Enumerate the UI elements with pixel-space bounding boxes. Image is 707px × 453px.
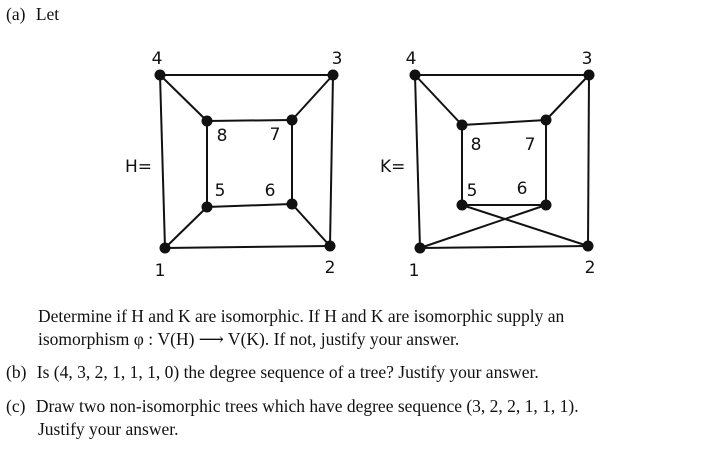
vertex-2	[582, 240, 594, 252]
vertex-label-8: 8	[471, 135, 482, 155]
part-b-label: (b)	[6, 362, 27, 382]
vertex-5	[456, 199, 468, 211]
vertex-label-2: 2	[585, 258, 596, 278]
edge-3-7	[291, 74, 334, 121]
edge-3-7	[545, 74, 590, 121]
edge-4-8	[414, 74, 463, 126]
vertex-label-2: 2	[325, 258, 336, 278]
vertex-1	[414, 242, 426, 254]
edge-7-8	[206, 119, 293, 122]
vertex-label-8: 8	[217, 126, 228, 146]
vertex-5	[201, 201, 213, 213]
vertex-6	[540, 199, 552, 211]
graph-k: 1 2 3 4 5 6 7 8	[406, 49, 596, 281]
part-a-question-line1: Determine if H and K are isomorphic. If …	[38, 306, 565, 326]
part-a-intro: Let	[35, 4, 60, 24]
part-a-label: (a)	[6, 4, 26, 24]
vertex-label-3: 3	[332, 49, 343, 69]
vertex-label-1: 1	[409, 261, 420, 281]
part-a-question-line2: isomorphism φ : V(H) ⟶ V(K). If not, jus…	[38, 329, 460, 349]
vertex-4	[154, 69, 166, 81]
part-c-label: (c)	[6, 396, 26, 416]
edge-4-8	[159, 74, 208, 122]
edge-2-6	[291, 203, 331, 247]
vertex-label-1: 1	[155, 261, 166, 281]
vertex-4	[409, 69, 421, 81]
vertex-label-6: 6	[265, 181, 276, 201]
graph-h: 1 2 3 4 5 6 7 8	[152, 49, 343, 281]
part-c: (c) Draw two non-isomorphic trees which …	[6, 396, 579, 417]
vertex-label-6: 6	[517, 179, 528, 199]
part-a-heading: (a) Let	[6, 4, 59, 25]
part-c-text-line2: Justify your answer.	[38, 419, 179, 439]
edge-4-1	[159, 74, 166, 249]
vertex-3	[327, 69, 339, 81]
edge-1-6	[419, 204, 547, 249]
vertex-7	[540, 114, 552, 126]
graphs-figure: 1 2 3 4 5 6 7 8 1 2 3 4 5 6 7 8 H= K=	[125, 49, 596, 281]
edge-4-1	[414, 74, 421, 249]
edge-2-3	[587, 74, 590, 247]
vertex-label-4: 4	[406, 49, 417, 69]
vertex-7	[286, 114, 298, 126]
vertex-label-7: 7	[270, 125, 281, 145]
vertex-label-4: 4	[152, 49, 163, 69]
vertex-1	[159, 242, 171, 254]
graph-h-name: H=	[125, 157, 152, 177]
edge-1-5	[164, 206, 208, 249]
edge-1-2	[419, 245, 589, 249]
vertex-3	[583, 69, 595, 81]
edge-2-3	[329, 74, 334, 247]
vertex-2	[324, 240, 336, 252]
edge-7-8	[461, 119, 547, 126]
vertex-label-5: 5	[215, 181, 226, 201]
edge-2-5	[461, 204, 589, 247]
part-b-text: Is (4, 3, 2, 1, 1, 1, 0) the degree sequ…	[36, 362, 539, 382]
edge-5-6	[206, 203, 293, 208]
part-b: (b) Is (4, 3, 2, 1, 1, 1, 0) the degree …	[6, 362, 539, 383]
part-c-text-line1: Draw two non-isomorphic trees which have…	[35, 396, 579, 416]
vertex-label-3: 3	[582, 49, 593, 69]
vertex-label-7: 7	[525, 135, 536, 155]
vertex-8	[456, 119, 468, 131]
edge-1-2	[164, 245, 331, 249]
vertex-8	[201, 115, 213, 127]
vertex-6	[286, 198, 298, 210]
vertex-label-5: 5	[467, 181, 478, 201]
graph-k-name: K=	[380, 157, 405, 177]
